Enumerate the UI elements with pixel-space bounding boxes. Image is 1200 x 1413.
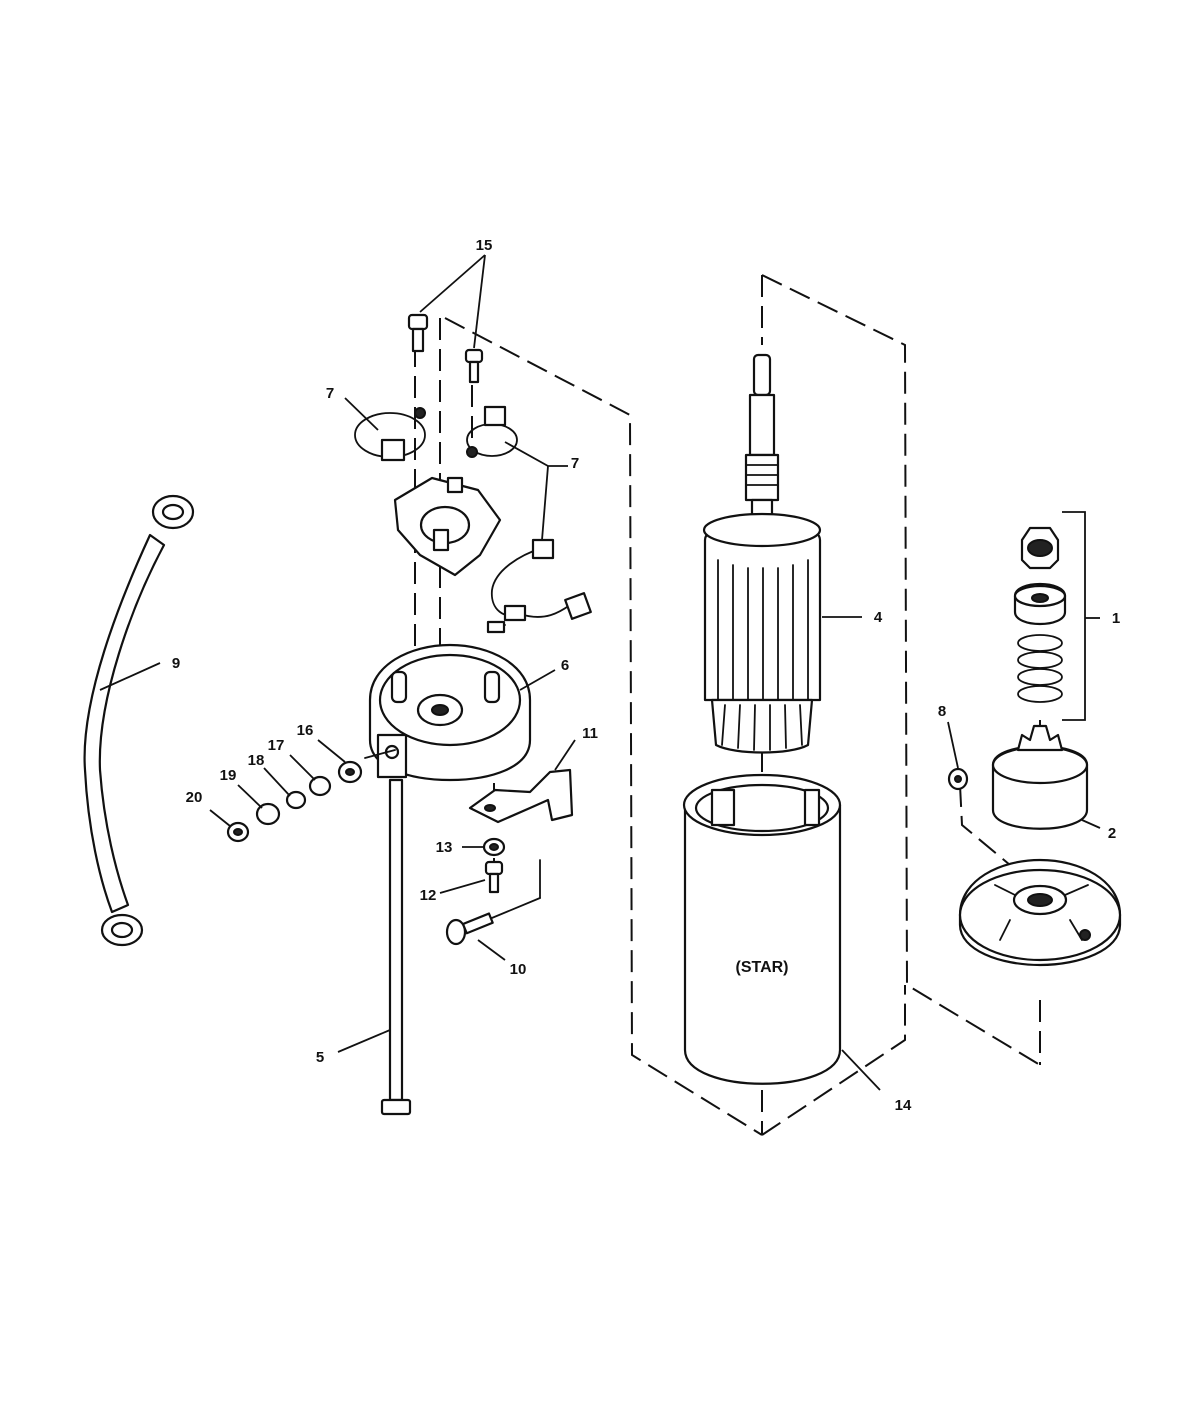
callout-10: 10 (510, 961, 527, 978)
housing: (STAR) (682, 773, 842, 1085)
callout-18: 18 (248, 752, 265, 769)
callout-8: 8 (938, 703, 946, 720)
callout-7-left: 7 (326, 385, 334, 402)
housing-label: (STAR) (735, 959, 788, 976)
drive-pinion (991, 724, 1089, 830)
callout-6: 6 (561, 657, 569, 674)
callout-5: 5 (316, 1049, 324, 1066)
callout-7-right: 7 (571, 455, 579, 472)
small-nut (947, 767, 969, 791)
callout-11: 11 (582, 725, 598, 742)
callout-14: 14 (895, 1097, 912, 1114)
callout-12: 12 (420, 887, 437, 904)
callout-1: 1 (1112, 610, 1120, 627)
through-bolt (380, 778, 412, 1116)
brush-lead-wire (486, 538, 592, 634)
callout-2: 2 (1108, 825, 1116, 842)
mounting-bracket (468, 768, 574, 824)
brush-springs (354, 405, 518, 462)
callout-numbers: 15 7 7 9 6 16 17 18 19 20 11 13 12 10 5 … (172, 237, 1120, 1114)
bracket-hardware (445, 837, 541, 946)
battery-cable (83, 494, 195, 947)
callout-4: 4 (874, 609, 883, 626)
terminal-hardware (226, 749, 396, 843)
callout-16: 16 (297, 722, 314, 739)
callout-19: 19 (220, 767, 237, 784)
brush-plate (393, 476, 502, 577)
callout-17: 17 (268, 737, 285, 754)
drive-retainer-set (1013, 511, 1086, 721)
drive-end-plate (958, 858, 1122, 967)
callout-9: 9 (172, 655, 180, 672)
leader-lines (99, 254, 1101, 1091)
brush-screws (407, 313, 484, 384)
callout-13: 13 (436, 839, 453, 856)
end-cap (368, 643, 532, 782)
callout-20: 20 (186, 789, 203, 806)
callout-15: 15 (476, 237, 493, 254)
armature (702, 353, 822, 754)
